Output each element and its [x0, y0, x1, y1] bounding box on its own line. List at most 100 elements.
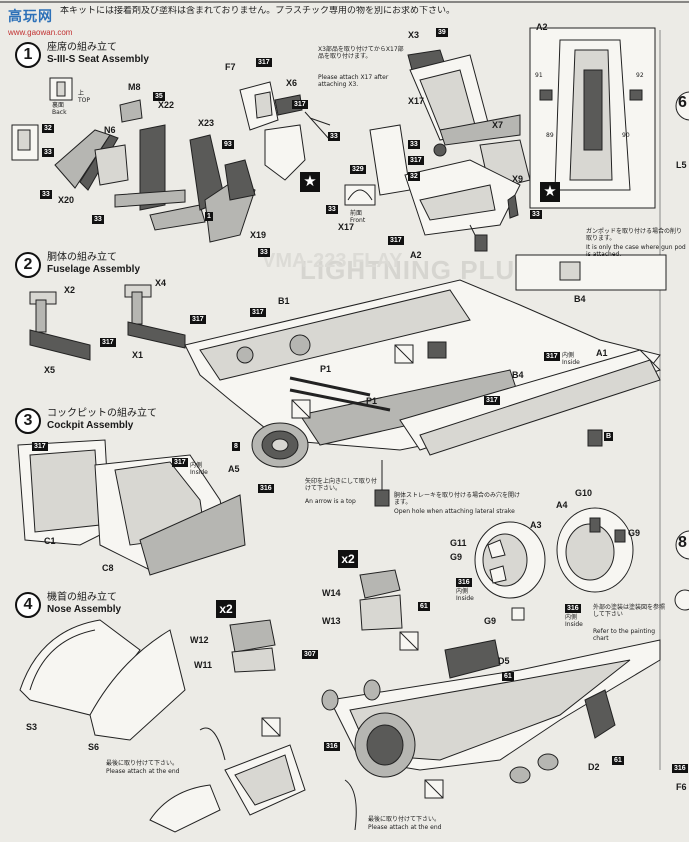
- watermark-title: 高玩网: [8, 9, 53, 25]
- part-label-x7: X7: [492, 120, 504, 130]
- paint-code: 317: [172, 458, 188, 467]
- part-w11: [231, 647, 276, 673]
- part-label-c8: C8: [102, 563, 114, 573]
- part-n6: [94, 144, 129, 186]
- front-label: 前面 Front: [350, 210, 366, 224]
- step-4-title: 4 機首の組み立て Nose Assembly: [15, 592, 121, 618]
- arrow-note-jp: 矢印を上向きにして取り付けて下さい。: [305, 478, 377, 492]
- watermark-logo: 高玩网 www.gaowan.com: [8, 6, 80, 46]
- part-label-x17-front: X17: [338, 222, 355, 232]
- part-label-w14: W14: [322, 588, 341, 598]
- step-number: 2: [15, 252, 41, 278]
- part-label-a1: A1: [596, 348, 608, 358]
- watermark-url: www.gaowan.com: [8, 28, 73, 37]
- paint-code: 307: [302, 650, 318, 659]
- canopy-s6: [89, 629, 186, 741]
- part-label-x6: X6: [286, 78, 298, 88]
- step-title-jp: コックピットの組み立て: [47, 408, 157, 419]
- part-label-b1: B1: [278, 296, 290, 306]
- paint-code: 33: [326, 205, 338, 214]
- part-x5: [29, 329, 91, 361]
- attach-end-note-en-2: Please attach at the end: [368, 824, 442, 831]
- kit-note: 本キットには接着剤及び塗料は含まれておりません。プラスチック専用の物を別にお求め…: [60, 6, 456, 16]
- part-label-s3: S3: [26, 722, 38, 732]
- inside-label: 内側 Inside: [565, 614, 583, 628]
- step-title-en: Fuselage Assembly: [47, 264, 141, 275]
- step-number: 3: [15, 408, 41, 434]
- part-label-x9: X9: [512, 174, 524, 184]
- part-w14: [359, 569, 401, 599]
- part-x9: [507, 194, 519, 219]
- paint-code: 33: [408, 140, 420, 149]
- star-marker-icon: ★: [540, 182, 560, 202]
- step-number: 1: [15, 42, 41, 68]
- part-label-l5-partial: L5: [676, 160, 687, 170]
- step-title-jp: 胴体の組み立て: [47, 252, 117, 263]
- step-title-en: Cockpit Assembly: [47, 420, 134, 431]
- part-d5: [444, 639, 501, 679]
- inside-label: 内側 Inside: [190, 462, 208, 476]
- paint-code: 316: [456, 578, 472, 587]
- step-8-number-partial: 8: [678, 534, 687, 551]
- inside-label: 内側 Inside: [456, 588, 474, 602]
- part-label-x5: X5: [44, 365, 56, 375]
- paint-code: 317: [484, 396, 500, 405]
- hole-note-jp: 胴体ストレーキを取り付ける場合のみ穴を開けます。: [394, 492, 521, 506]
- part-label-x22: X22: [158, 100, 175, 110]
- part-x22: [139, 124, 166, 211]
- part-label-g11: G11: [450, 538, 467, 548]
- part-label-a5: A5: [228, 464, 240, 474]
- part-label-x17: X17: [408, 96, 425, 106]
- paint-code: 33: [258, 248, 270, 257]
- paint-code: 316: [258, 484, 274, 493]
- part-label-x2: X2: [64, 285, 76, 295]
- quantity-x2-badge: x2: [338, 550, 358, 568]
- part-label-w11: W11: [194, 660, 213, 670]
- hole-note-en: Open hole when attaching lateral strake: [394, 508, 515, 515]
- part-label-a4: A4: [556, 500, 568, 510]
- part-label-s6: S6: [88, 742, 100, 752]
- paint-code: 317: [100, 338, 116, 347]
- paint-code: 61: [612, 756, 624, 765]
- paint-code: 317: [388, 236, 404, 245]
- paint-code: 35: [153, 92, 165, 101]
- paint-code: 93: [222, 140, 234, 149]
- part-label-c1: C1: [44, 536, 56, 546]
- part-x1: [127, 321, 186, 349]
- a2-code: 92: [636, 72, 644, 79]
- paint-code: 317: [408, 156, 424, 165]
- part-m8: [119, 99, 143, 123]
- part-label-x4: X4: [155, 278, 167, 288]
- part-label-x3: X3: [408, 30, 420, 40]
- part-w13: [359, 594, 403, 631]
- paint-code: 32: [42, 124, 54, 133]
- part-label-a2: A2: [410, 250, 422, 260]
- gunpod-note-en: It is only the case where gun pod is att…: [586, 244, 686, 258]
- paint-code: 317: [32, 442, 48, 451]
- a2-panel-label: A2: [536, 22, 548, 32]
- part-label-b4: B4: [574, 294, 586, 304]
- paint-code: B: [604, 432, 614, 441]
- paint-code: 61: [502, 672, 514, 681]
- part-label-w13: W13: [322, 616, 341, 626]
- paint-code: 32: [408, 172, 420, 181]
- part-label-x19: X19: [250, 230, 267, 240]
- paint-code: 316: [324, 742, 340, 751]
- part-label-f7: F7: [225, 62, 236, 72]
- part-label-x23: X23: [198, 118, 215, 128]
- paint-code: 61: [418, 602, 430, 611]
- part-label-p1-b: P1: [366, 396, 378, 406]
- paint-code: 316: [672, 764, 688, 773]
- paint-code: 329: [350, 165, 366, 174]
- part-label-m8: M8: [128, 82, 141, 92]
- paint-code: 33: [40, 190, 52, 199]
- part-label-d2: D2: [588, 762, 600, 772]
- part-label-g10: G10: [575, 488, 593, 498]
- part-label-a3: A3: [530, 520, 542, 530]
- drill-marker: [474, 234, 488, 252]
- paint-code: 33: [530, 210, 542, 219]
- part-label-x20: X20: [58, 195, 75, 205]
- part-label-g9-c: G9: [628, 528, 641, 538]
- arrow-note-en: An arrow is a top: [305, 498, 356, 505]
- paint-code: 317: [544, 352, 560, 361]
